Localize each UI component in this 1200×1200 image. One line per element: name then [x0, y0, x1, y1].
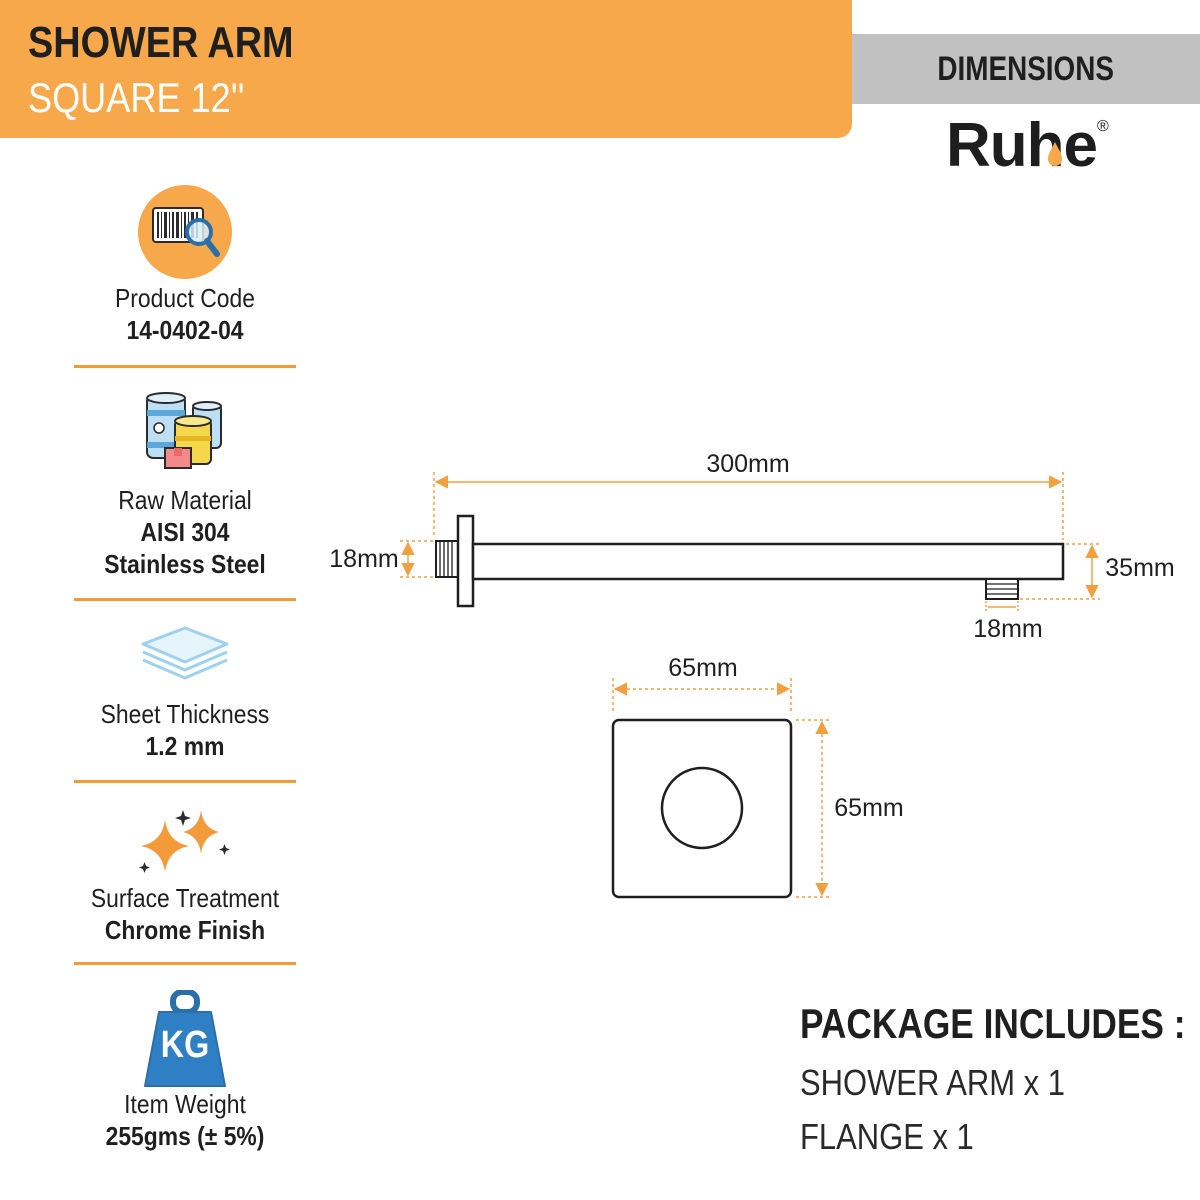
- package-item: FLANGE x 1: [800, 1116, 974, 1157]
- spec-divider: [74, 365, 296, 368]
- header-banner: SHOWER ARM SQUARE 12'': [0, 0, 852, 138]
- label-arm-height: 35mm: [1105, 554, 1174, 582]
- material-containers-icon: [146, 392, 222, 469]
- spec-label: Sheet Thickness: [100, 699, 270, 729]
- product-subtitle: SQUARE 12'': [28, 74, 245, 121]
- arm-body: [471, 542, 1065, 581]
- label-arm-length: 300mm: [706, 450, 789, 478]
- dimension-flange-width: [612, 678, 792, 712]
- spec-surface-treatment: Surface Treatment Chrome Finish: [74, 806, 296, 946]
- kg-weight-icon: KG: [143, 990, 227, 1088]
- spec-value-line2: Stainless Steel: [104, 549, 266, 579]
- package-item: SHOWER ARM x 1: [800, 1062, 1065, 1103]
- spec-raw-material: Raw Material AISI 304 Stainless Steel: [74, 390, 296, 580]
- spec-divider: [74, 962, 296, 965]
- spec-sheet-thickness: Sheet Thickness 1.2 mm: [74, 624, 296, 762]
- dimension-arm-length: [433, 472, 1064, 540]
- spec-label: Raw Material: [118, 485, 252, 515]
- flange-side: [456, 514, 475, 608]
- dimension-inlet-thread: [400, 540, 434, 578]
- spec-value: AISI 304: [140, 517, 230, 547]
- label-flange-width: 65mm: [668, 654, 737, 682]
- product-title: SHOWER ARM: [28, 18, 294, 67]
- spec-value: 14-0402-04: [126, 315, 244, 345]
- brand-logo: Ruhe®: [946, 110, 1109, 181]
- barcode-search-icon: [138, 185, 232, 279]
- registered-mark: ®: [1097, 118, 1109, 135]
- spec-divider: [74, 780, 296, 783]
- spec-product-code: Product Code 14-0402-04: [74, 184, 296, 346]
- dimension-outlet-thread: [985, 601, 1019, 612]
- spec-label: Surface Treatment: [90, 883, 280, 913]
- spec-label: Item Weight: [124, 1089, 246, 1119]
- dimension-arm-height: [1020, 543, 1100, 600]
- spec-value: 255gms (± 5%): [105, 1121, 265, 1151]
- spec-value: Chrome Finish: [104, 915, 266, 945]
- spec-value: 1.2 mm: [145, 731, 225, 761]
- shower-arm-side-view: [435, 514, 1065, 608]
- sparkle-icon: [139, 810, 230, 873]
- brand-name: Ruhe: [946, 111, 1098, 180]
- dimensions-label: DIMENSIONS: [937, 49, 1115, 88]
- dimensions-banner: DIMENSIONS: [852, 34, 1200, 104]
- label-outlet-thread: 18mm: [973, 615, 1042, 643]
- label-flange-height: 65mm: [834, 794, 903, 822]
- dimension-flange-height: [796, 719, 830, 898]
- label-inlet-thread: 18mm: [329, 545, 398, 573]
- inlet-thread: [435, 540, 459, 578]
- spec-divider: [74, 598, 296, 601]
- flange-front-view: [611, 718, 793, 899]
- sheet-layers-icon: [141, 626, 229, 680]
- spec-item-weight: KG Item Weight 255gms (± 5%): [74, 990, 296, 1152]
- spec-label: Product Code: [115, 283, 255, 313]
- package-title: PACKAGE INCLUDES :: [800, 1000, 1186, 1047]
- brand-droplet-icon: [1048, 142, 1062, 166]
- kg-label: KG: [160, 1024, 210, 1066]
